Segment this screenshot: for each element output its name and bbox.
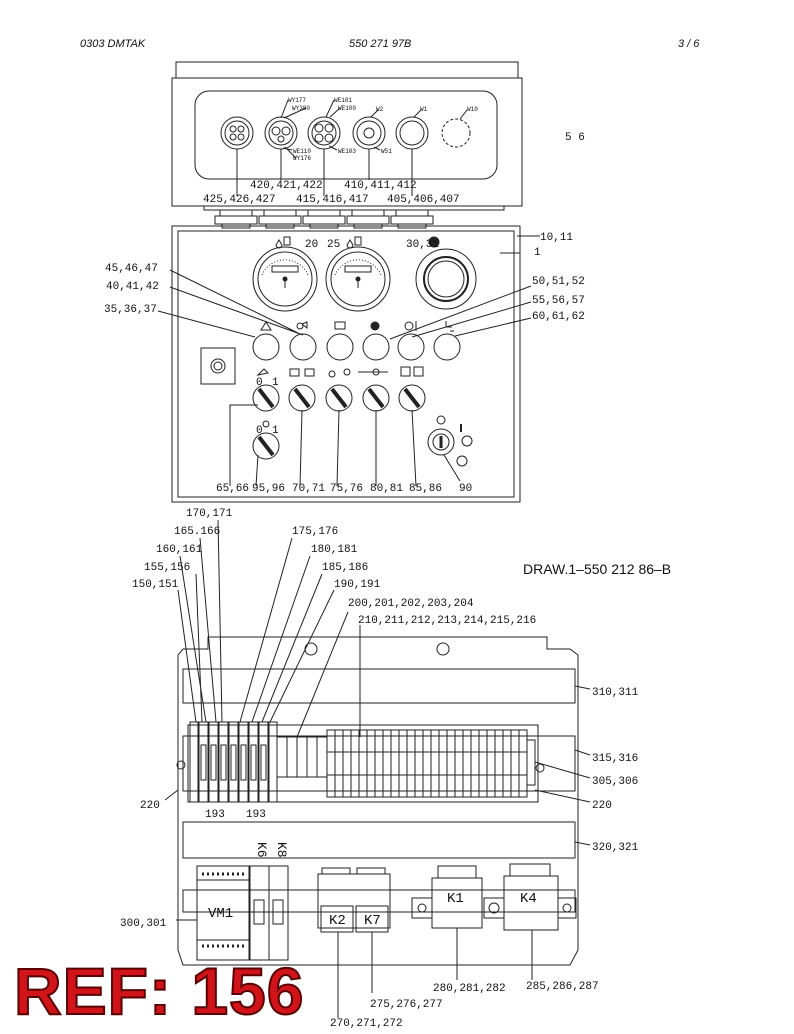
tag-we110: WE110	[293, 148, 311, 155]
gauge-left	[252, 246, 318, 312]
label-193-a: 193	[205, 809, 225, 821]
fuse-terminals	[189, 721, 278, 803]
label-60: 60,61,62	[532, 311, 585, 323]
terminal-block	[200, 347, 236, 385]
label-45: 45,46,47	[105, 263, 158, 275]
label-25: 25	[327, 239, 340, 251]
label-50: 50,51,52	[532, 276, 585, 288]
label-305: 305,306	[592, 776, 638, 788]
tag-w2: W2	[376, 106, 384, 113]
tag-wy177: WY177	[288, 97, 306, 104]
label-k7: K7	[364, 913, 381, 929]
label-85: 85,86	[409, 483, 442, 495]
switch-pos-1: 1	[272, 377, 279, 389]
control-panel	[157, 225, 540, 503]
label-420: 420,421,422	[250, 180, 323, 192]
label-20: 20	[305, 239, 318, 251]
tag-wy176: WY176	[293, 155, 311, 162]
estop-icon	[428, 236, 440, 248]
label-275: 275,276,277	[370, 999, 443, 1011]
label-190: 190,191	[334, 579, 381, 591]
label-35: 35,36,37	[104, 304, 157, 316]
tag-we101: WE101	[334, 97, 352, 104]
lamp-symbols	[260, 321, 454, 332]
label-90: 90	[459, 483, 472, 495]
key-switch	[427, 415, 473, 467]
label-280: 280,281,282	[433, 983, 506, 995]
label-310: 310,311	[592, 687, 639, 699]
junction-box	[171, 61, 523, 207]
label-220-right: 220	[592, 800, 612, 812]
gauge-right	[325, 246, 391, 312]
label-75: 75,76	[330, 483, 363, 495]
label-10: 10,11	[540, 232, 573, 244]
label-160: 160,161	[156, 544, 203, 556]
label-k8: K8	[274, 842, 289, 858]
tag-w51: W51	[381, 148, 392, 155]
label-k6: K6	[254, 842, 269, 858]
contactor-k4	[483, 863, 577, 931]
label-1: 1	[534, 247, 541, 259]
label-185: 185,186	[322, 562, 368, 574]
terminal-strip	[276, 729, 536, 798]
label-65: 65,66	[216, 483, 249, 495]
relay-k2-k7	[317, 867, 391, 933]
tag-wy380: WY380	[292, 105, 310, 112]
label-425: 425,426,427	[203, 194, 276, 206]
drawing-reference: DRAW.1–550 212 86–B	[523, 561, 672, 577]
label-315: 315,316	[592, 753, 638, 765]
label-300: 300,301	[120, 918, 167, 930]
label-95: 95,96	[252, 483, 285, 495]
header-page: 3 / 6	[678, 38, 700, 50]
emergency-stop-button	[415, 248, 477, 310]
switch-pos-0: 0	[256, 377, 263, 389]
label-175: 175,176	[292, 526, 338, 538]
label-70: 70,71	[292, 483, 325, 495]
label-155: 155,156	[144, 562, 190, 574]
label-170: 170,171	[186, 508, 233, 520]
label-56: 5 6	[565, 132, 585, 144]
header-center: 550 271 97B	[349, 38, 412, 50]
vm1-module	[196, 865, 250, 961]
label-k4: K4	[520, 891, 537, 907]
label-k1: K1	[447, 891, 464, 907]
label-40: 40,41,42	[106, 281, 159, 293]
tag-w1: W1	[420, 106, 428, 113]
oil-icon	[275, 236, 291, 249]
label-405: 405,406,407	[387, 194, 460, 206]
label-193-b: 193	[246, 809, 266, 821]
tag-w10: W10	[467, 106, 478, 113]
header-left: 0303 DMTAK	[80, 38, 146, 50]
label-320: 320,321	[592, 842, 639, 854]
selector-switches	[252, 384, 426, 460]
tag-we103: WE103	[338, 148, 356, 155]
indicator-lamps	[252, 333, 461, 361]
label-180: 180,181	[311, 544, 358, 556]
switch-symbols	[256, 366, 424, 428]
temp-icon	[346, 236, 362, 249]
label-30: 30,31	[406, 239, 439, 251]
switch-pos-1b: 1	[272, 425, 279, 437]
cable-gland-plug	[441, 118, 471, 148]
label-55: 55,56,57	[532, 295, 585, 307]
switch-pos-0b: 0	[256, 425, 263, 437]
label-270: 270,271,272	[330, 1018, 403, 1030]
label-410: 410,411,412	[344, 180, 417, 192]
tag-we100: WE100	[338, 105, 356, 112]
label-150: 150,151	[132, 579, 179, 591]
label-220-left: 220	[140, 800, 160, 812]
label-210: 210,211,212,213,214,215,216	[358, 615, 536, 627]
label-415: 415,416,417	[296, 194, 369, 206]
label-200: 200,201,202,203,204	[348, 598, 474, 610]
label-80: 80,81	[370, 483, 403, 495]
label-165: 165.166	[174, 526, 220, 538]
ref-stamp: REF: 156	[13, 954, 305, 1028]
label-k2: K2	[329, 913, 346, 929]
label-285: 285,286,287	[526, 981, 599, 993]
relay-k6-k8	[249, 865, 289, 961]
label-vm1: VM1	[208, 906, 233, 922]
cabinet	[164, 519, 591, 1018]
